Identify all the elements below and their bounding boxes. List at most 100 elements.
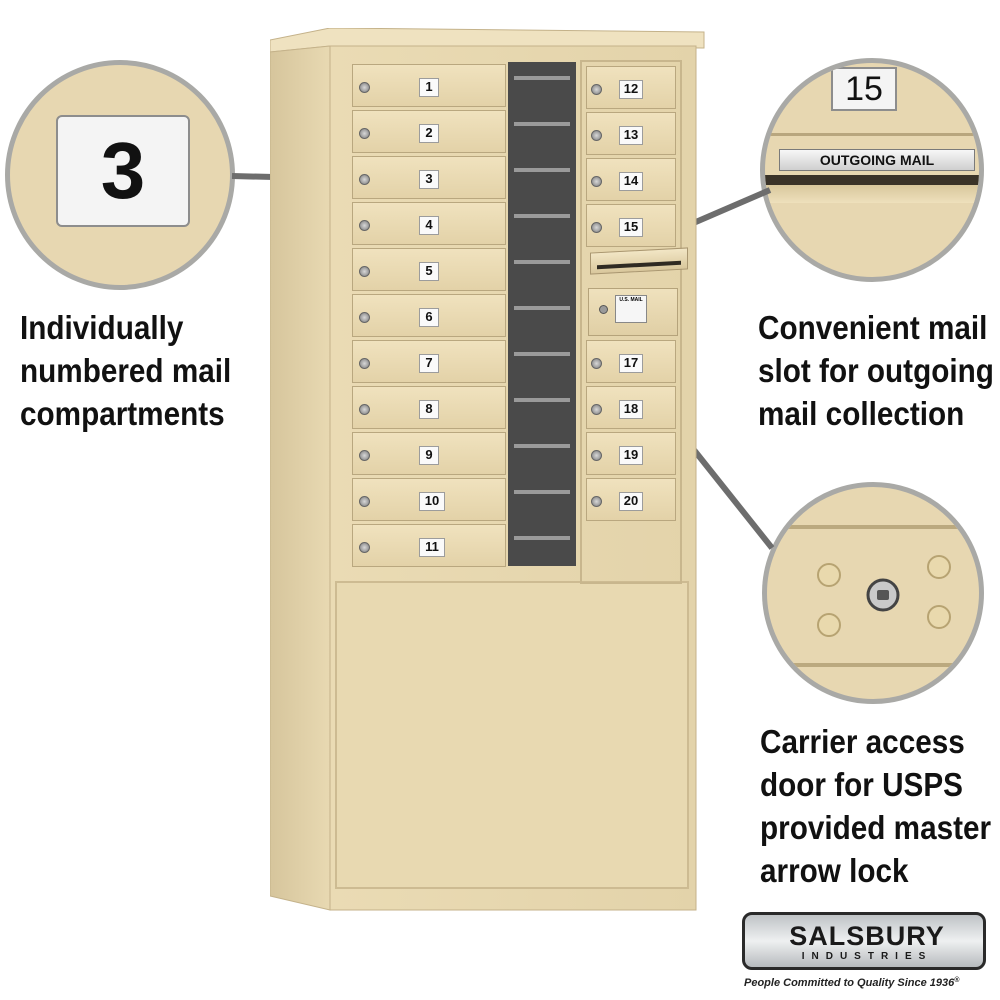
compartment-lock-icon[interactable] xyxy=(359,312,370,323)
compartment-number: 4 xyxy=(419,216,439,235)
caption-carrier-door: Carrier access door for USPS provided ma… xyxy=(760,720,991,892)
slot-divider xyxy=(765,133,979,136)
parcel-shelf xyxy=(514,76,570,80)
compartment-door[interactable]: 5 xyxy=(352,248,506,291)
logo-subtitle: INDUSTRIES xyxy=(801,951,933,962)
compartment-number: 18 xyxy=(619,400,643,419)
caption-line: Individually xyxy=(20,309,184,346)
parcel-shelf xyxy=(514,306,570,310)
door-bottom-edge xyxy=(767,663,979,667)
parcel-shelf xyxy=(514,260,570,264)
compartment-door[interactable]: 11 xyxy=(352,524,506,567)
compartment-door[interactable]: 6 xyxy=(352,294,506,337)
compartment-door[interactable]: 15 xyxy=(586,204,676,247)
compartment-number: 6 xyxy=(419,308,439,327)
compartment-door[interactable]: 7 xyxy=(352,340,506,383)
compartment-number: 10 xyxy=(419,492,445,511)
compartment-lock-icon[interactable] xyxy=(359,404,370,415)
compartment-number: 11 xyxy=(419,538,445,557)
brand-tagline: People Committed to Quality Since 1936® xyxy=(744,977,960,989)
compartment-lock-icon[interactable] xyxy=(359,450,370,461)
caption-line: provided master xyxy=(760,809,992,846)
compartment-door[interactable]: 4 xyxy=(352,202,506,245)
compartment-number: 5 xyxy=(419,262,439,281)
caption-line: Convenient mail xyxy=(758,309,988,346)
slot-label-text: OUTGOING MAIL xyxy=(819,152,935,168)
compartment-door[interactable]: 9 xyxy=(352,432,506,475)
compartment-lock-icon[interactable] xyxy=(359,358,370,369)
compartment-number: 17 xyxy=(619,354,643,373)
rivet xyxy=(817,613,841,637)
number-plate-text: 3 xyxy=(100,126,146,215)
caption-line: slot for outgoing xyxy=(758,352,994,389)
compartment-lock-icon[interactable] xyxy=(591,222,602,233)
compartment-door[interactable]: 20 xyxy=(586,478,676,521)
compartment-lock-icon[interactable] xyxy=(591,130,602,141)
compartment-number: 20 xyxy=(619,492,643,511)
compartment-lock-icon[interactable] xyxy=(591,450,602,461)
parcel-shelf xyxy=(514,122,570,126)
carrier-lock-icon xyxy=(599,305,608,314)
caption-line: Carrier access xyxy=(760,723,965,760)
compartment-number: 3 xyxy=(419,170,439,189)
logo-badge: SALSBURY INDUSTRIES xyxy=(742,912,986,970)
compartment-lock-icon[interactable] xyxy=(591,358,602,369)
slot-number-plate: 15 xyxy=(831,67,897,111)
compartment-number: 13 xyxy=(619,126,643,145)
compartment-number: 2 xyxy=(419,124,439,143)
parcel-shelf xyxy=(514,352,570,356)
number-plate: 3 xyxy=(56,115,190,227)
caption-line: numbered mail xyxy=(20,352,232,389)
compartment-lock-icon[interactable] xyxy=(359,542,370,553)
compartment-lock-icon[interactable] xyxy=(591,404,602,415)
compartment-number: 8 xyxy=(419,400,439,419)
compartment-number: 14 xyxy=(619,172,643,191)
compartment-door[interactable]: 18 xyxy=(586,386,676,429)
rivet xyxy=(927,555,951,579)
parcel-shelves xyxy=(510,62,574,566)
usps-label: U.S. MAIL xyxy=(615,295,647,323)
compartment-door[interactable]: 1 xyxy=(352,64,506,107)
parcel-shelf xyxy=(514,536,570,540)
compartment-door[interactable]: 17 xyxy=(586,340,676,383)
compartment-lock-icon[interactable] xyxy=(359,128,370,139)
compartment-door[interactable]: 2 xyxy=(352,110,506,153)
slot-number-text: 15 xyxy=(845,70,883,108)
compartment-lock-icon[interactable] xyxy=(359,496,370,507)
compartment-door[interactable]: 12 xyxy=(586,66,676,109)
number-zoom-circle: 3 xyxy=(5,60,235,290)
caption-line: compartments xyxy=(20,395,225,432)
compartment-number: 1 xyxy=(419,78,439,97)
parcel-shelf xyxy=(514,168,570,172)
compartment-lock-icon[interactable] xyxy=(591,176,602,187)
compartment-number: 19 xyxy=(619,446,643,465)
carrier-lock-zoom-circle xyxy=(762,482,984,704)
compartment-lock-icon[interactable] xyxy=(591,496,602,507)
caption-line: door for USPS xyxy=(760,766,963,803)
usps-label-text: U.S. MAIL xyxy=(619,297,643,303)
rivet xyxy=(927,605,951,629)
slot-lip xyxy=(765,185,979,203)
lock-assembly xyxy=(817,555,951,637)
registered-mark: ® xyxy=(954,977,960,984)
compartment-lock-icon[interactable] xyxy=(359,174,370,185)
caption-line: mail collection xyxy=(758,395,965,432)
compartment-lock-icon[interactable] xyxy=(591,84,602,95)
compartment-lock-icon[interactable] xyxy=(359,266,370,277)
compartment-door[interactable]: 14 xyxy=(586,158,676,201)
compartment-door[interactable]: 19 xyxy=(586,432,676,475)
compartment-door[interactable]: 3 xyxy=(352,156,506,199)
logo-name: SALSBURY xyxy=(789,921,945,951)
compartment-door[interactable]: 8 xyxy=(352,386,506,429)
compartment-number: 15 xyxy=(619,218,643,237)
usps-carrier-door: U.S. MAIL xyxy=(588,288,678,336)
compartment-door[interactable]: 10 xyxy=(352,478,506,521)
parcel-shelf xyxy=(514,214,570,218)
parcel-shelf xyxy=(514,490,570,494)
salsbury-logo: SALSBURY INDUSTRIES xyxy=(742,912,990,974)
compartment-door[interactable]: 13 xyxy=(586,112,676,155)
caption-numbered-compartments: Individually numbered mail compartments xyxy=(20,306,231,435)
compartment-lock-icon[interactable] xyxy=(359,82,370,93)
door-top-edge xyxy=(767,525,979,529)
compartment-lock-icon[interactable] xyxy=(359,220,370,231)
